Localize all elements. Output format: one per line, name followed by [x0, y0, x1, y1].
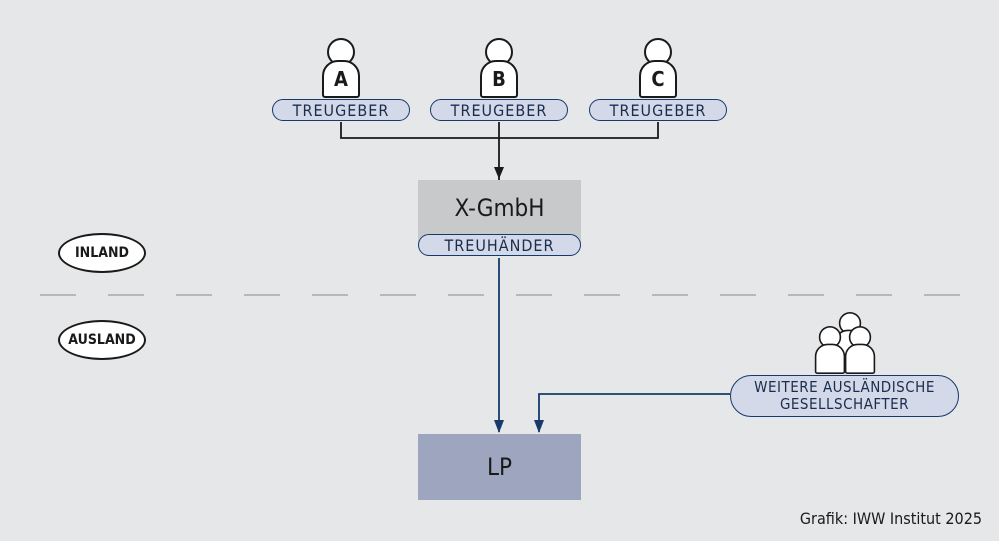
person-icon — [814, 326, 846, 374]
ausland-label: AUSLAND — [58, 320, 146, 360]
weitere-gesellschafter-label: WEITERE AUSLÄNDISCHE GESELLSCHAFTER — [730, 375, 959, 417]
weitere-line-1: WEITERE AUSLÄNDISCHE — [754, 378, 935, 396]
inland-label: INLAND — [58, 233, 146, 273]
treugeber-c-letter: C — [639, 60, 677, 98]
treuhaender-label: TREUHÄNDER — [418, 234, 581, 256]
treugeber-c-label: TREUGEBER — [589, 99, 727, 121]
lp-box: LP — [418, 434, 581, 500]
people-group-icon — [812, 312, 878, 378]
treugeber-b-label: TREUGEBER — [430, 99, 568, 121]
person-icon — [844, 326, 876, 374]
weitere-line-2: GESELLSCHAFTER — [779, 395, 910, 413]
person-icon: A — [321, 38, 361, 98]
credit-text: Grafik: IWW Institut 2025 — [799, 509, 982, 528]
gmbh-name: X-GmbH — [454, 194, 545, 222]
person-icon: C — [638, 38, 678, 98]
person-icon: B — [479, 38, 519, 98]
treugeber-b-letter: B — [480, 60, 518, 98]
treugeber-a-label: TREUGEBER — [272, 99, 410, 121]
weitere-to-lp-arrow — [538, 393, 730, 432]
lp-name: LP — [486, 453, 513, 481]
treugeber-a-letter: A — [322, 60, 360, 98]
